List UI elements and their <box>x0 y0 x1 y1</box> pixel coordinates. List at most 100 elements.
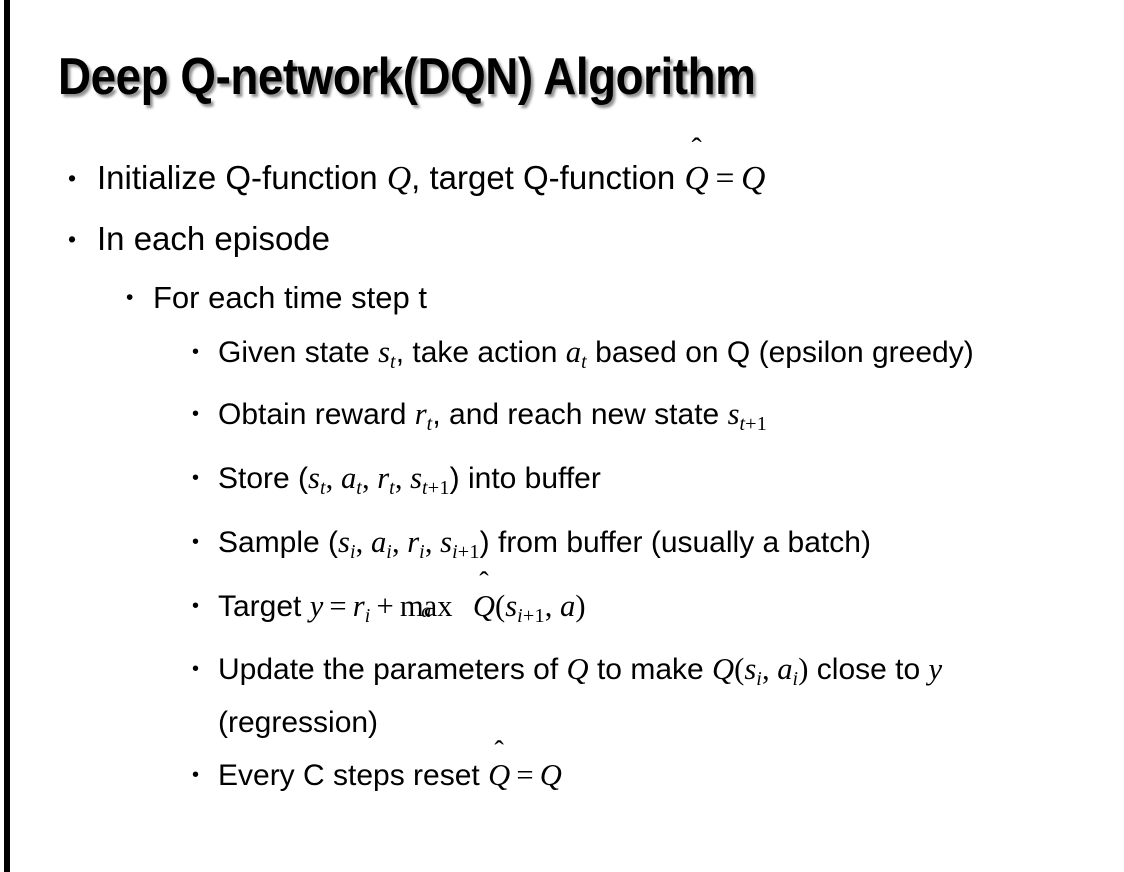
bullet-text-given-state: Given state st, take action at based on … <box>218 330 1102 384</box>
math-var-r: r <box>377 460 390 495</box>
sub-one: 1 <box>439 476 450 499</box>
math-subscript-i: i <box>349 540 356 563</box>
sub-plus: + <box>745 412 757 435</box>
bullet-item-store: • Store (st, at, rt, st+1) into buffer <box>0 455 1124 512</box>
bullet-item-obtain-reward: • Obtain reward rt, and reach new state … <box>0 391 1124 448</box>
bullet-item-for-each-time-step: • For each time step t <box>0 269 1124 327</box>
bullet-glyph: • <box>126 286 134 309</box>
bullet-text-for-each-time-step: For each time step t <box>153 280 427 315</box>
text-run: , and reach new state <box>432 397 728 431</box>
math-subscript-i-plus-1: i+1 <box>517 605 545 627</box>
text-run: , <box>355 524 371 559</box>
math-var-y: y <box>309 588 324 623</box>
text-run: Given state <box>218 336 379 369</box>
text-run: (regression) <box>218 705 379 739</box>
text-run: based on Q (epsilon greedy) <box>586 336 974 369</box>
math-paren-open: ( <box>734 651 745 686</box>
bullet-item-every-c-steps-reset: • Every C steps reset ̂Q=Q <box>0 752 1124 799</box>
bullet-text-in-each-episode: In each episode <box>97 220 331 257</box>
bullet-item-given-state: • Given state st, take action at based o… <box>0 330 1124 384</box>
sub-index: t <box>422 476 428 499</box>
math-subscript-t: t <box>389 476 395 499</box>
max-limit-variable: a <box>421 600 432 623</box>
math-var-q: Q <box>539 757 562 792</box>
bullet-text-initialize: Initialize Q-function Q, target Q-functi… <box>97 148 1124 209</box>
math-var-q: Q <box>712 651 735 686</box>
page-title: Deep Q-network(DQN) Algorithm <box>58 48 756 106</box>
text-run: , <box>391 524 408 559</box>
bullet-list: • Initialize Q-function Q, target Q-func… <box>0 148 1124 799</box>
math-var-s: s <box>308 460 320 495</box>
bullet-item-sample: • Sample (si, ai, ri, si+1) from buffer … <box>0 519 1124 576</box>
text-run: Target <box>218 589 310 623</box>
bullet-text-sample: Sample (si, ai, ri, si+1) from buffer (u… <box>218 519 1102 576</box>
math-paren-close: ) <box>575 588 586 623</box>
bullet-text-obtain-reward: Obtain reward rt, and reach new state st… <box>218 391 1102 448</box>
sub-plus: + <box>522 604 535 627</box>
bullet-text-update-parameters: Update the parameters of Q to make Q(si,… <box>218 647 1102 745</box>
text-run: , <box>325 460 341 495</box>
math-subscript-i: i <box>419 540 425 563</box>
math-operator-equals: = <box>516 757 534 792</box>
math-subscript-t: t <box>319 476 326 499</box>
math-subscript-t: t <box>581 350 587 373</box>
math-var-s: s <box>727 396 740 431</box>
math-var-y: y <box>928 651 943 686</box>
math-q-hat: ̂Q <box>684 149 708 209</box>
bullet-text-store: Store (st, at, rt, st+1) into buffer <box>218 455 1102 512</box>
text-run: Update the parameters of <box>218 652 567 686</box>
bullet-glyph: • <box>68 226 77 252</box>
text-run: , <box>544 588 561 623</box>
math-paren-open: ( <box>495 588 506 623</box>
math-var-a: a <box>340 460 357 495</box>
math-subscript-t-plus-1: t+1 <box>422 477 450 499</box>
sub-index: t <box>739 412 746 435</box>
math-operator-equals: = <box>329 588 347 623</box>
sub-one: 1 <box>534 604 545 627</box>
math-var-q-base: Q <box>684 160 709 197</box>
text-run: to make <box>588 652 713 686</box>
math-var-q: Q <box>386 160 412 197</box>
text-run: Obtain reward <box>218 397 415 431</box>
bullet-glyph: • <box>68 165 77 191</box>
text-run: , take action <box>395 336 566 369</box>
math-var-s: s <box>505 588 518 623</box>
bullet-glyph: • <box>192 657 200 680</box>
bullet-glyph: • <box>192 763 200 786</box>
math-subscript-i: i <box>386 540 392 563</box>
text-run: Sample ( <box>218 525 339 559</box>
math-subscript-t-plus-1: t+1 <box>739 413 767 435</box>
math-subscript-t: t <box>356 476 362 499</box>
text-run: , <box>761 651 778 686</box>
sub-plus: + <box>427 476 440 499</box>
math-var-r: r <box>407 524 420 559</box>
math-subscript-t: t <box>426 412 433 435</box>
bullet-item-update-parameters: • Update the parameters of Q to make Q(s… <box>0 647 1124 745</box>
text-run: Every C steps reset <box>218 758 489 792</box>
math-var-r: r <box>352 588 365 623</box>
math-var-q-base: Q <box>488 757 511 792</box>
math-subscript-i: i <box>756 667 762 690</box>
bullet-glyph: • <box>192 466 200 489</box>
math-var-q: Q <box>566 651 589 686</box>
math-var-s: s <box>440 524 453 559</box>
sub-plus: + <box>457 540 470 563</box>
bullet-item-initialize: • Initialize Q-function Q, target Q-func… <box>0 148 1124 209</box>
text-run: , <box>424 524 441 559</box>
math-subscript-i: i <box>364 604 371 627</box>
math-subscript-t: t <box>389 350 396 373</box>
text-run: ) into buffer <box>449 461 601 495</box>
math-var-r: r <box>414 396 427 431</box>
text-run: ) from buffer (usually a batch) <box>479 525 871 559</box>
math-var-a: a <box>777 651 793 686</box>
math-var-s: s <box>410 460 423 495</box>
math-var-s: s <box>378 335 390 369</box>
text-run: close to <box>808 652 929 686</box>
text-run: Initialize Q-function <box>97 159 387 196</box>
bullet-glyph: • <box>192 594 200 617</box>
bullet-item-in-each-episode: • In each episode <box>0 209 1124 269</box>
